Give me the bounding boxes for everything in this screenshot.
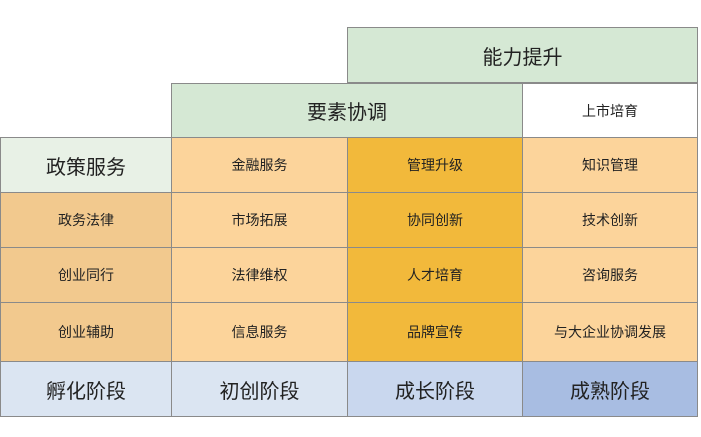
cell-consulting-service: 咨询服务 [522, 247, 698, 303]
cell-government-law: 政务法律 [0, 192, 172, 248]
cell-policy-service: 政策服务 [0, 137, 172, 193]
cell-knowledge-management: 知识管理 [522, 137, 698, 193]
cell-legal-rights: 法律维权 [171, 247, 348, 303]
cell-startup-assistance: 创业辅助 [0, 302, 172, 362]
cell-market-expansion: 市场拓展 [171, 192, 348, 248]
cell-management-upgrade: 管理升级 [347, 137, 523, 193]
cell-technology-innovation: 技术创新 [522, 192, 698, 248]
header-ability-upgrade: 能力提升 [347, 27, 698, 83]
cell-startup-peer: 创业同行 [0, 247, 172, 303]
cell-information-service: 信息服务 [171, 302, 348, 362]
stage-growth: 成长阶段 [347, 361, 523, 417]
cell-brand-promotion: 品牌宣传 [347, 302, 523, 362]
stage-maturity: 成熟阶段 [522, 361, 698, 417]
cell-large-enterprise-coordination: 与大企业协调发展 [522, 302, 698, 362]
stage-incubation: 孵化阶段 [0, 361, 172, 417]
cell-collaborative-innovation: 协同创新 [347, 192, 523, 248]
cell-financial-service: 金融服务 [171, 137, 348, 193]
header-factor-coordination: 要素协调 [171, 83, 523, 138]
header-listing-cultivation: 上市培育 [522, 83, 698, 138]
cell-talent-cultivation: 人才培育 [347, 247, 523, 303]
stage-startup: 初创阶段 [171, 361, 348, 417]
